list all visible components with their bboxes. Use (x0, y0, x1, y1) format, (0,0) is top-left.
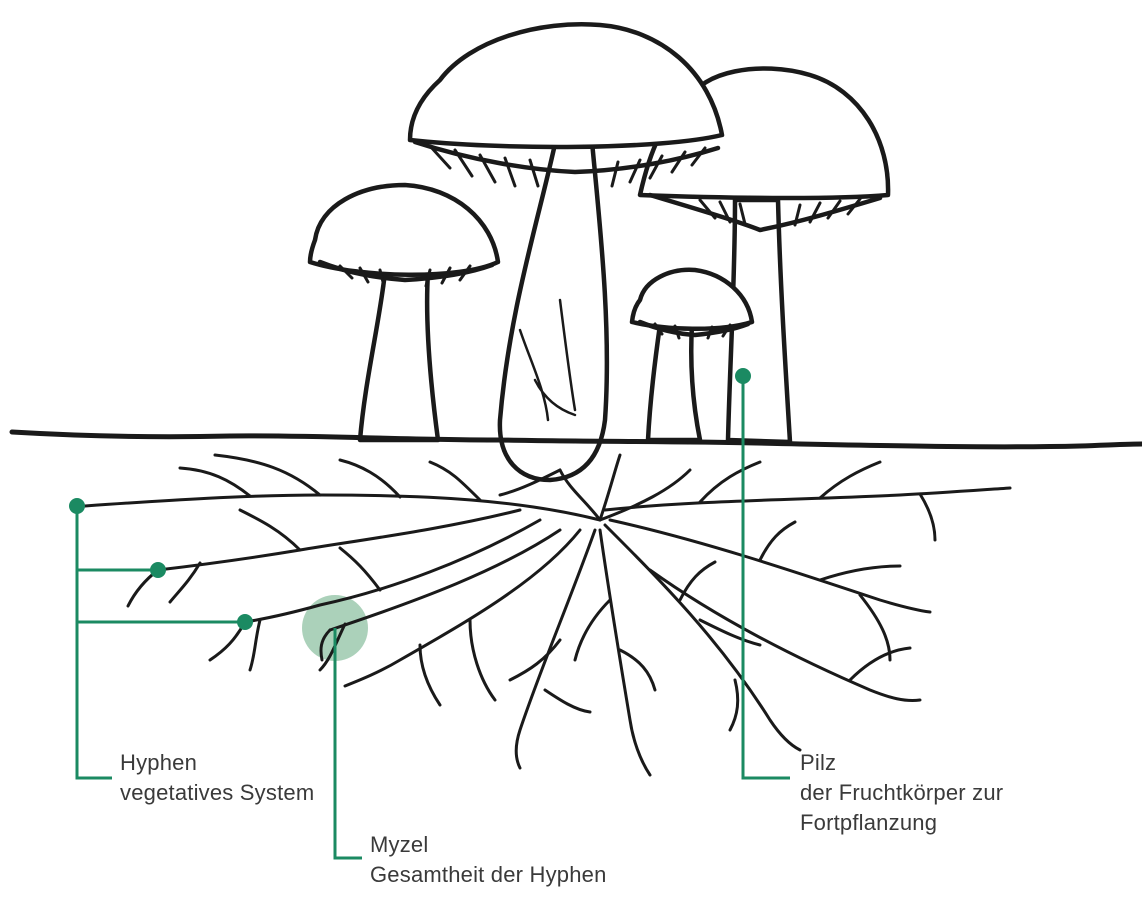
pilz-line2: der Fruchtkörper zur (800, 778, 1003, 808)
myzel-subtitle: Gesamtheit der Hyphen (370, 860, 607, 890)
pilz-title: Pilz (800, 748, 1003, 778)
hyphen-label: Hyphen vegetatives System (120, 748, 314, 808)
hyphen-leader (77, 506, 112, 778)
pilz-dot (735, 368, 751, 384)
pilz-label: Pilz der Fruchtkörper zur Fortpflanzung (800, 748, 1003, 838)
hyphae-network (85, 455, 1010, 775)
mushroom-left (310, 185, 498, 440)
hyphen-dot-top (69, 498, 85, 514)
myzel-leader (335, 628, 362, 858)
hyphen-dot-mid (150, 562, 166, 578)
hyphen-dot-low (237, 614, 253, 630)
hyphen-title: Hyphen (120, 748, 314, 778)
myzel-label: Myzel Gesamtheit der Hyphen (370, 830, 607, 890)
hyphen-subtitle: vegetatives System (120, 778, 314, 808)
mushroom-illustration (310, 24, 888, 480)
pilz-line3: Fortpflanzung (800, 808, 1003, 838)
myzel-title: Myzel (370, 830, 607, 860)
